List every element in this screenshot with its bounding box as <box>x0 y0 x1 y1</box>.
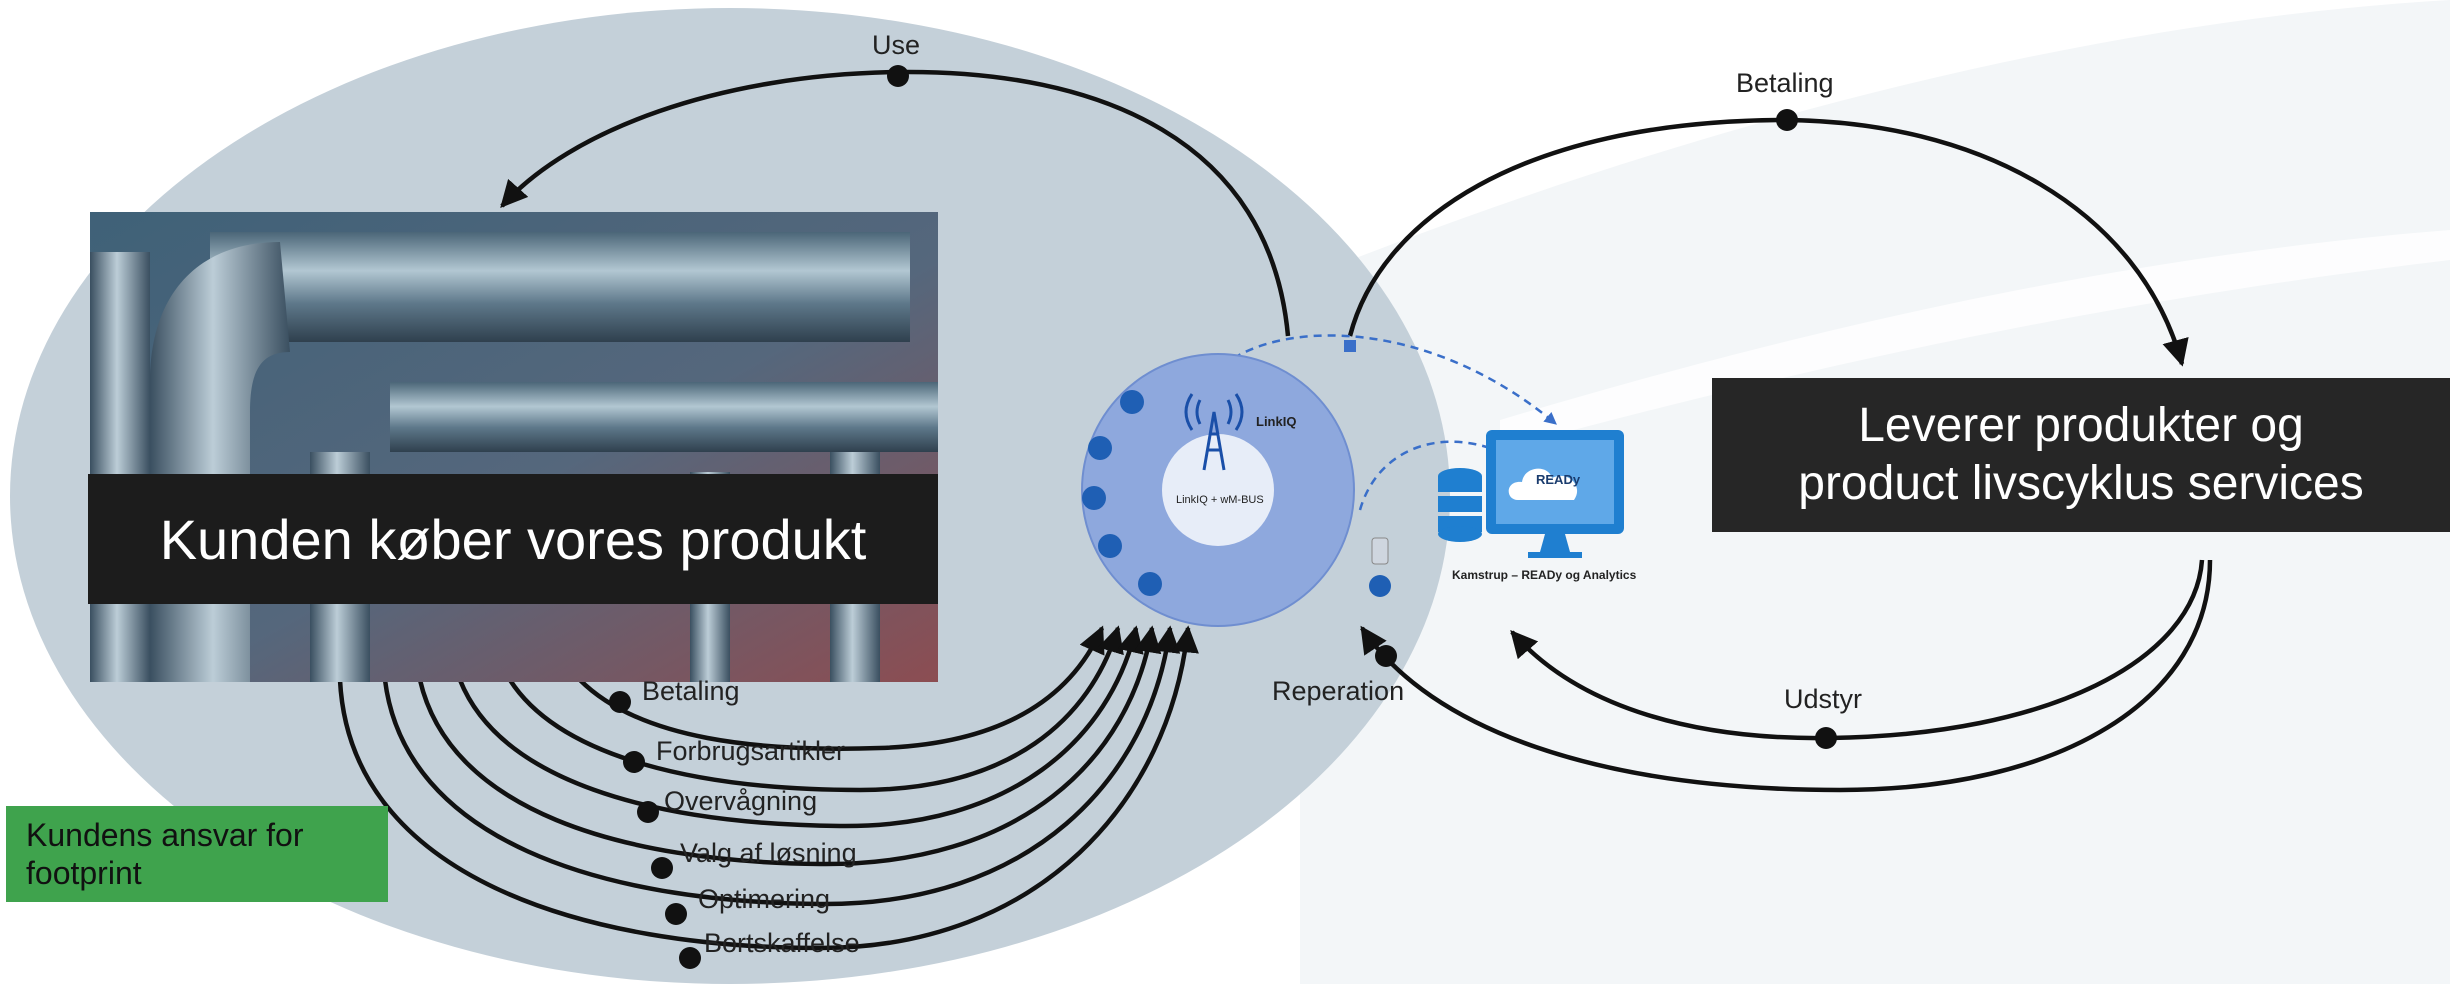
use-label: Use <box>872 30 921 60</box>
platform-caption: Kamstrup – READy og Analytics <box>1452 568 1637 582</box>
payment-top-label: Betaling <box>1736 68 1834 98</box>
customer-responsibility-text: Kundens ansvar for footprint <box>26 817 304 891</box>
database-icon <box>1438 468 1482 542</box>
network-center <box>1162 434 1274 546</box>
main-title: Kunden køber vores produkt <box>159 507 867 571</box>
equipment-dot <box>1815 727 1837 749</box>
customer-flow-arcs <box>337 625 1199 951</box>
repair-arrow <box>1360 559 2213 793</box>
supplier-banner: Leverer produkter og product livscyklus … <box>1712 378 2450 532</box>
customer-flow-label-3: Overvågning <box>664 786 818 816</box>
network-center-label: LinkIQ + wM-BUS <box>1176 494 1264 506</box>
use-arrow <box>500 69 1291 337</box>
customer-flow-label-2: Forbrugsartikler <box>656 736 846 766</box>
supplier-line-2: product livscyklus services <box>1798 457 2364 510</box>
customer-flow-label-1: Betaling <box>642 676 740 706</box>
equipment-arrow <box>1510 559 2205 741</box>
monitor-icon <box>1486 430 1624 558</box>
network-name: LinkIQ <box>1256 414 1297 429</box>
customer-flow-label-6: Bortskaffelse <box>704 928 860 958</box>
repair-label: Reperation <box>1272 676 1405 706</box>
meter-icons <box>1082 390 1391 597</box>
supplier-line-1: Leverer produkter og <box>1858 399 2304 452</box>
customer-responsibility-box: Kundens ansvar for footprint <box>6 806 388 902</box>
platform-screen-label: READy <box>1536 472 1581 487</box>
customer-flow-label-5: Optimering <box>698 884 831 914</box>
tower-icon <box>1184 393 1244 471</box>
industrial-pipes-image <box>90 212 938 682</box>
repair-dot <box>1375 645 1397 667</box>
lock-icon <box>1344 340 1356 352</box>
main-title-banner: Kunden køber vores produkt <box>88 474 938 604</box>
payment-top-dot <box>1776 109 1798 131</box>
customer-flow-dots <box>609 691 701 969</box>
equipment-label: Udstyr <box>1784 684 1863 714</box>
customer-flow-label-4: Valg af løsning <box>680 838 857 868</box>
use-dot <box>887 65 909 87</box>
